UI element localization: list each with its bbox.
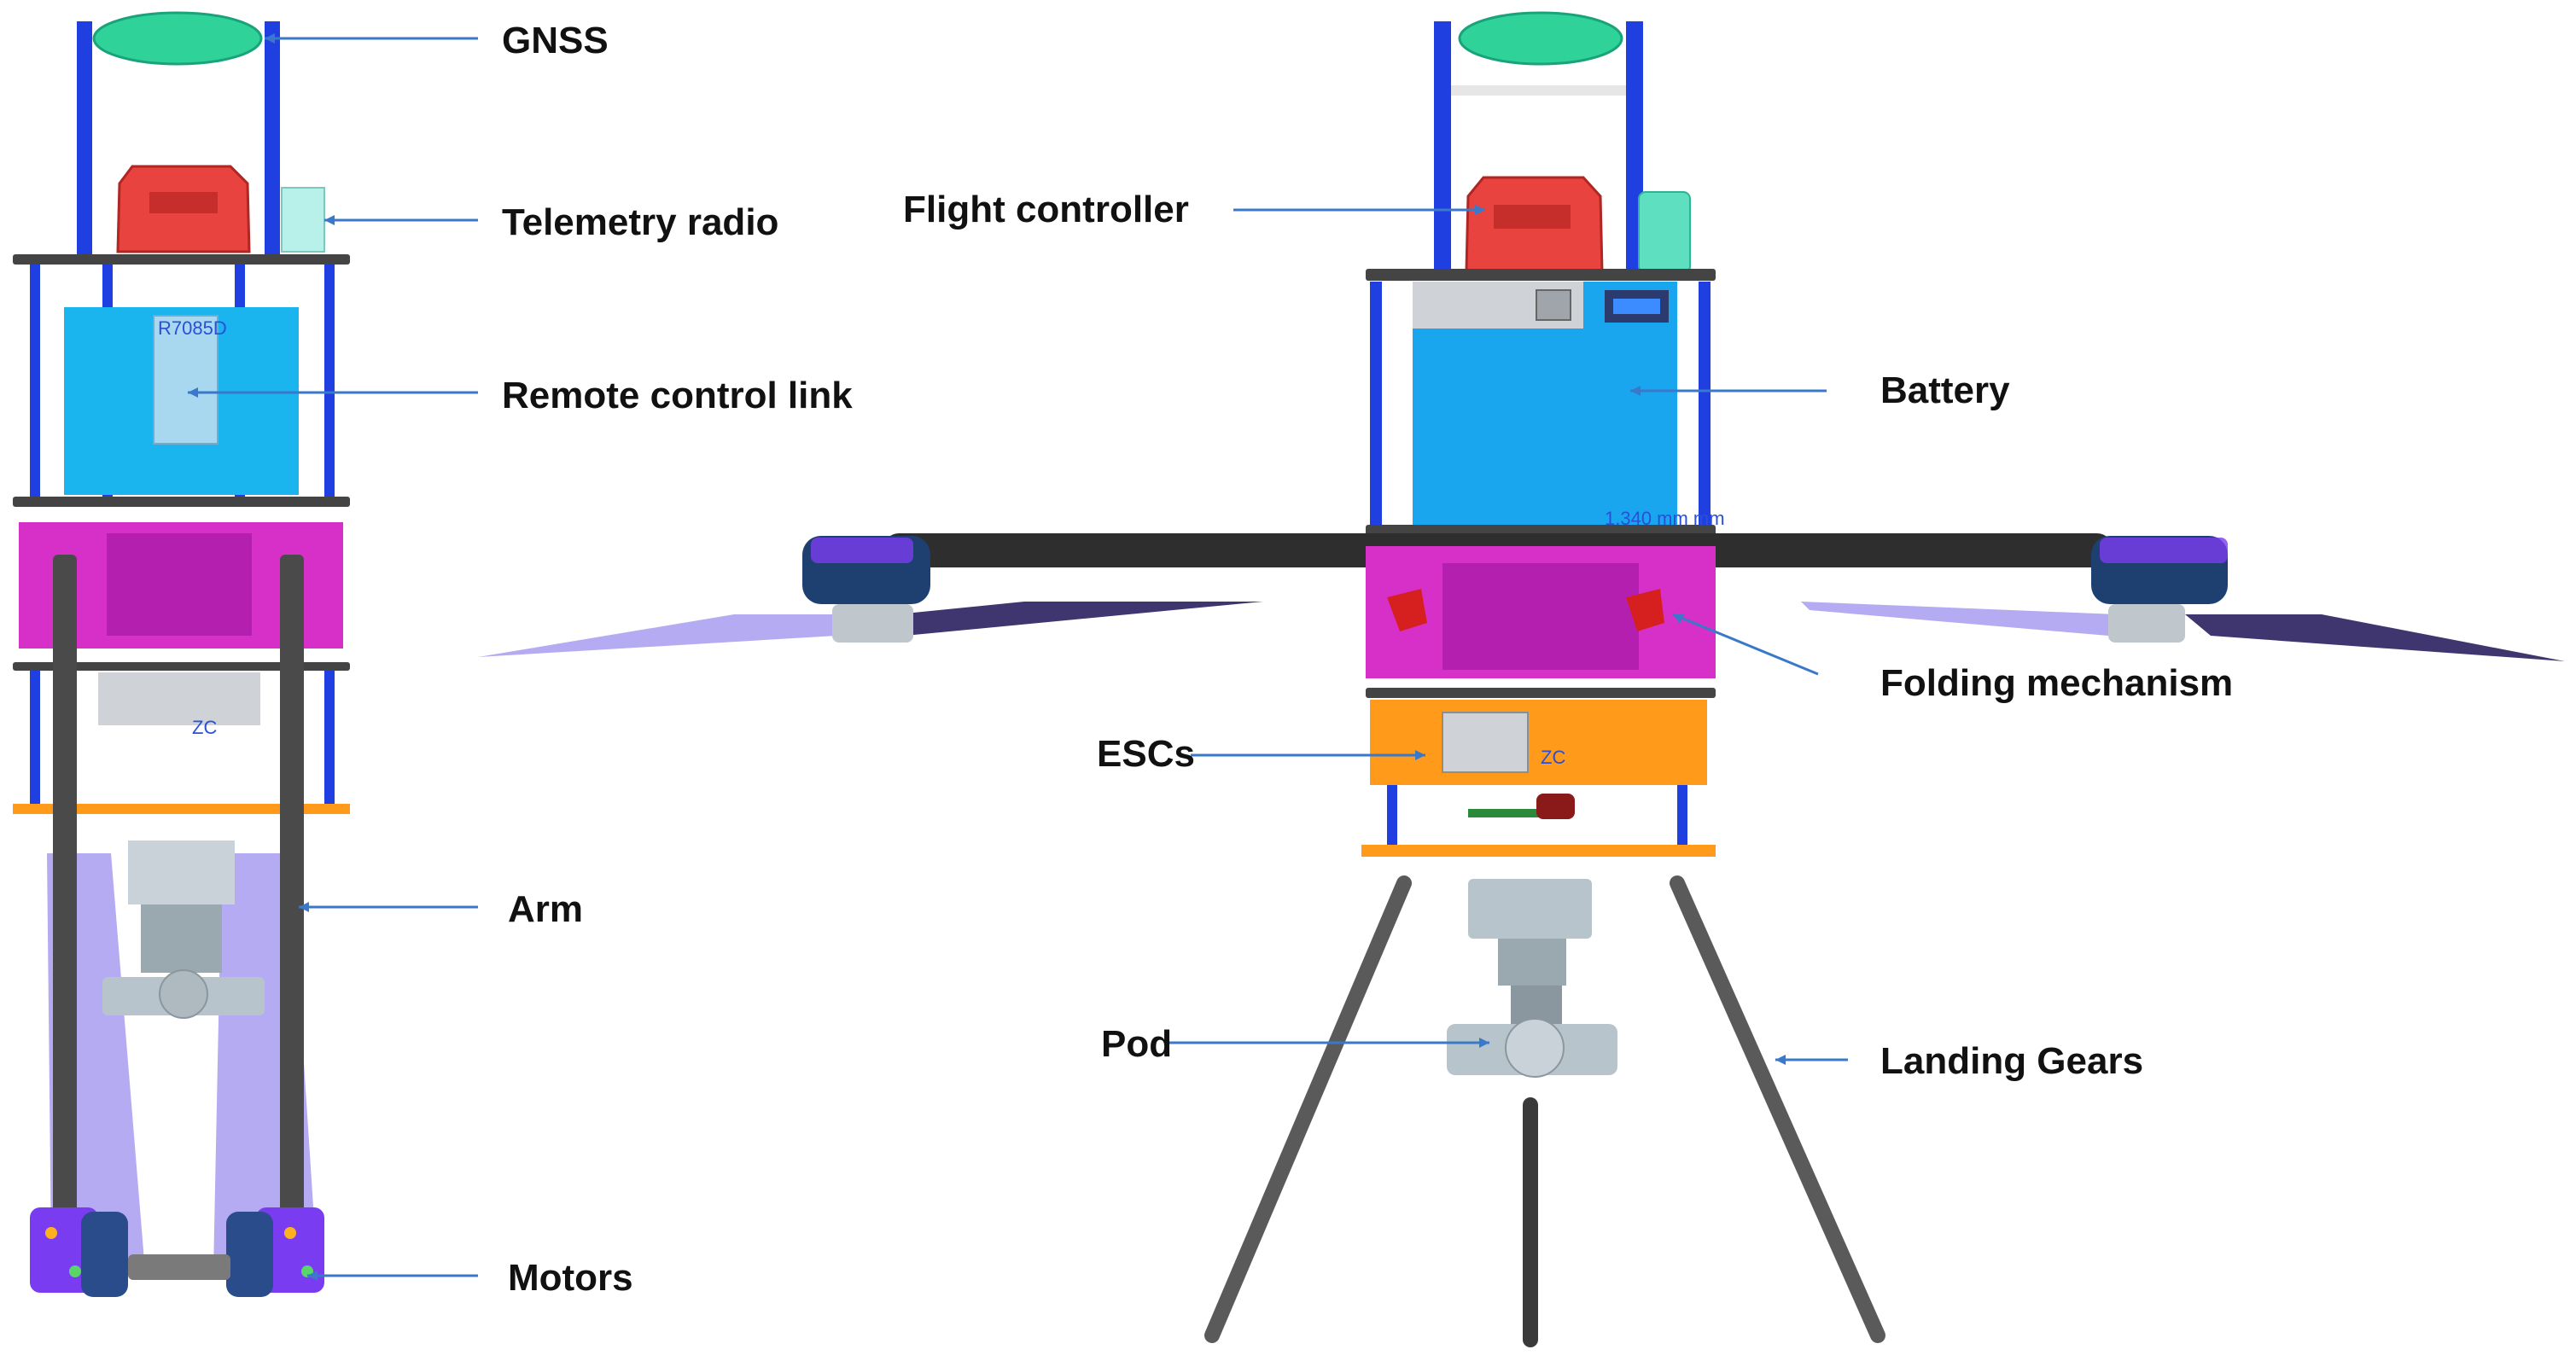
arm-side-left bbox=[53, 555, 77, 1220]
label-arm: Arm bbox=[508, 888, 583, 930]
rc-module-text: R7085D bbox=[158, 317, 227, 339]
arm-side-right bbox=[280, 555, 304, 1220]
motors-side bbox=[30, 1207, 324, 1297]
label-gnss: GNSS bbox=[502, 20, 609, 61]
pod-front bbox=[1447, 879, 1617, 1078]
label-flight-controller: Flight controller bbox=[903, 189, 1189, 230]
label-escs: ESCs bbox=[1097, 733, 1195, 775]
label-pod: Pod bbox=[1101, 1023, 1172, 1065]
right-motor-front bbox=[1801, 536, 2565, 661]
label-battery: Battery bbox=[1880, 369, 2010, 411]
side-view-drone: R7085D ZC bbox=[13, 11, 350, 1297]
zc-mark-side: ZC bbox=[192, 717, 217, 738]
zc-mark-front: ZC bbox=[1541, 747, 1565, 768]
label-telemetry-radio: Telemetry radio bbox=[502, 201, 778, 243]
leader-lines bbox=[188, 33, 1848, 1281]
label-motors: Motors bbox=[508, 1257, 633, 1299]
telemetry-radio-side bbox=[281, 187, 325, 253]
gnss-module-front bbox=[1458, 11, 1623, 66]
landing-gears-front bbox=[1204, 875, 1885, 1347]
escs-front bbox=[1370, 700, 1707, 785]
label-landing-gears: Landing Gears bbox=[1880, 1040, 2143, 1082]
label-remote-control-link: Remote control link bbox=[502, 375, 853, 416]
front-view-drone: 1,340 mm mm ZC bbox=[478, 11, 2565, 1347]
gnss-module-side bbox=[92, 11, 263, 66]
left-motor-front bbox=[478, 536, 1263, 657]
label-folding-mechanism: Folding mechanism bbox=[1880, 662, 2233, 704]
